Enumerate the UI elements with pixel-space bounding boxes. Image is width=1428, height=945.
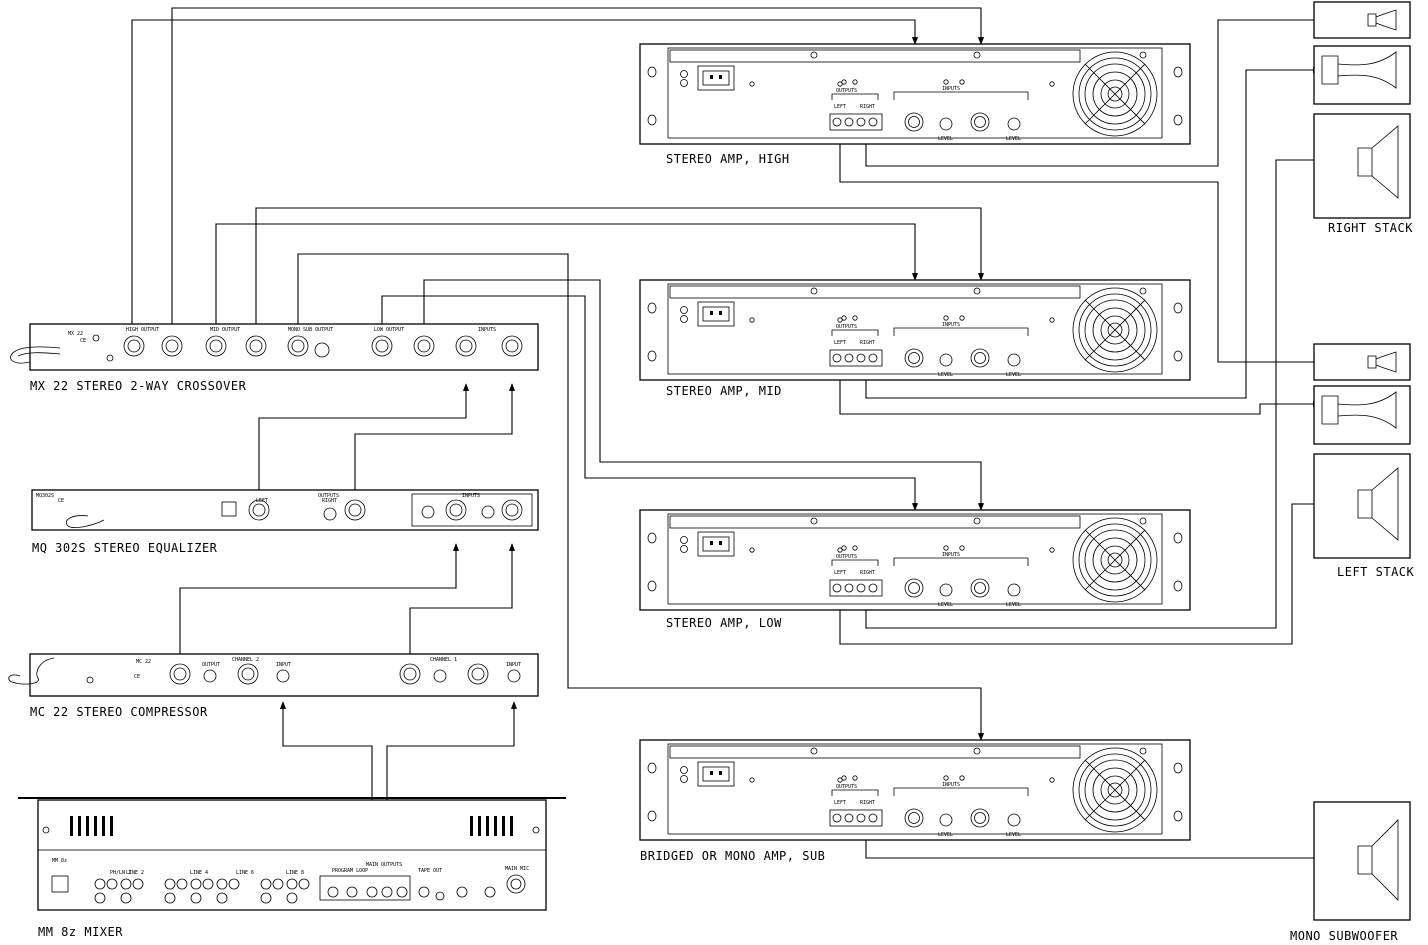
mixer-caption: MM 8z MIXER: [38, 925, 123, 939]
amp-right-label: RIGHT: [860, 104, 875, 110]
amp-level-label-2: LEVEL: [1006, 602, 1021, 608]
amp-left-label: LEFT: [834, 340, 846, 346]
mixer-line8-label: LINE 8: [286, 870, 304, 876]
mixer-unit: MM 8z PH/LN 1 LINE 2 LINE 4 LINE 6 LINE …: [18, 797, 566, 911]
amp-level-label: LEVEL: [938, 136, 953, 142]
eq-ce: CE: [58, 498, 64, 504]
horn-speaker-left: [1313, 343, 1411, 381]
midrange-speaker-right: [1313, 45, 1411, 105]
amp-level-label: LEVEL: [938, 602, 953, 608]
left-stack-label: LEFT STACK: [1337, 565, 1415, 579]
amp-left-label: LEFT: [834, 800, 846, 806]
mixer-main-mic-label: MAIN MIC: [505, 866, 529, 872]
amp-mid-caption: STEREO AMP, MID: [666, 384, 782, 398]
amp-low: OUTPUTS INPUTS LEFT RIGHT LEVEL LEVEL: [639, 509, 1191, 611]
amp-sub-caption: BRIDGED OR MONO AMP, SUB: [640, 849, 825, 863]
woofer-stack-left: [1313, 453, 1411, 559]
comp-channel1-label: CHANNEL 1: [430, 657, 457, 663]
crossover-unit: MX 22 CE HIGH OUTPUT MID OUTPUT MONO SUB…: [10, 323, 539, 371]
mixer-line2-label: LINE 2: [126, 870, 144, 876]
amp-outputs-label: OUTPUTS: [836, 784, 857, 790]
eq-outputs-label: OUTPUTS: [318, 493, 339, 499]
amp-outputs-label: OUTPUTS: [836, 88, 857, 94]
amp-level-label-2: LEVEL: [1006, 136, 1021, 142]
amp-inputs-label: INPUTS: [942, 552, 960, 558]
mixer-program-loop-label: PROGRAM LOOP: [332, 868, 368, 874]
amp-right-label: RIGHT: [860, 800, 875, 806]
crossover-caption: MX 22 STEREO 2-WAY CROSSOVER: [30, 379, 247, 393]
mono-subwoofer-label: MONO SUBWOOFER: [1290, 929, 1398, 943]
crossover-ce: CE: [80, 338, 86, 344]
crossover-model: MX 22: [68, 331, 83, 337]
crossover-high-output-label: HIGH OUTPUT: [126, 327, 159, 333]
right-stack-label: RIGHT STACK: [1328, 221, 1413, 235]
compressor-unit: MC 22 CE CHANNEL 2 OUTPUT INPUT CHANNEL …: [8, 653, 539, 697]
amp-left-label: LEFT: [834, 104, 846, 110]
amp-inputs-label: INPUTS: [942, 86, 960, 92]
amp-inputs-label: INPUTS: [942, 322, 960, 328]
amp-left-label: LEFT: [834, 570, 846, 576]
amp-level-label: LEVEL: [938, 372, 953, 378]
amp-high: OUTPUTS INPUTS LEFT RIGHT LEVEL LEVEL: [639, 43, 1191, 145]
eq-left-label: LEFT: [256, 498, 268, 504]
mixer-vent-right: [470, 816, 513, 836]
mixer-line4-label: LINE 4: [190, 870, 208, 876]
crossover-mono-sub-label: MONO SUB OUTPUT: [288, 327, 333, 333]
crossover-mid-output-label: MID OUTPUT: [210, 327, 240, 333]
amp-right-label: RIGHT: [860, 340, 875, 346]
mixer-tape-out-label: TAPE OUT: [418, 868, 442, 874]
compressor-caption: MC 22 STEREO COMPRESSOR: [30, 705, 208, 719]
crossover-inputs-label: INPUTS: [478, 327, 496, 333]
comp-model: MC 22: [136, 659, 151, 665]
amp-low-caption: STEREO AMP, LOW: [666, 616, 782, 630]
amp-high-caption: STEREO AMP, HIGH: [666, 152, 790, 166]
crossover-low-output-label: LOW OUTPUT: [374, 327, 404, 333]
equalizer-caption: MQ 302S STEREO EQUALIZER: [32, 541, 218, 555]
amp-outputs-label: OUTPUTS: [836, 324, 857, 330]
horn-speaker-right: [1313, 1, 1411, 39]
equalizer-unit: MQ302S CE OUTPUTS LEFT RIGHT INPUTS: [31, 489, 539, 531]
mixer-line1-label: PH/LN 1: [110, 870, 131, 876]
comp-input-label-2: INPUT: [506, 662, 521, 668]
eq-inputs-label: INPUTS: [462, 493, 480, 499]
amp-sub: OUTPUTS INPUTS LEFT RIGHT LEVEL LEVEL: [639, 739, 1191, 841]
amp-right-label: RIGHT: [860, 570, 875, 576]
midrange-speaker-left: [1313, 385, 1411, 445]
amp-outputs-label: OUTPUTS: [836, 554, 857, 560]
amp-mid: OUTPUTS INPUTS LEFT RIGHT LEVEL LEVEL: [639, 279, 1191, 381]
woofer-stack-right: [1313, 113, 1411, 219]
amp-level-label: LEVEL: [938, 832, 953, 838]
comp-channel2-label: CHANNEL 2: [232, 657, 259, 663]
mixer-vent-left: [70, 816, 113, 836]
mixer-model: MM 8z: [52, 858, 67, 864]
mixer-channel-jacks: [94, 878, 310, 904]
comp-output-label: OUTPUT: [202, 662, 220, 668]
amp-level-label-2: LEVEL: [1006, 832, 1021, 838]
mixer-line6-label: LINE 6: [236, 870, 254, 876]
subwoofer-speaker: [1313, 801, 1411, 921]
amp-inputs-label: INPUTS: [942, 782, 960, 788]
amp-level-label-2: LEVEL: [1006, 372, 1021, 378]
comp-input-label: INPUT: [276, 662, 291, 668]
mixer-main-outputs-label: MAIN OUTPUTS: [366, 862, 402, 868]
comp-ce: CE: [134, 674, 140, 680]
eq-right-label: RIGHT: [322, 498, 337, 504]
eq-model: MQ302S: [36, 493, 54, 499]
